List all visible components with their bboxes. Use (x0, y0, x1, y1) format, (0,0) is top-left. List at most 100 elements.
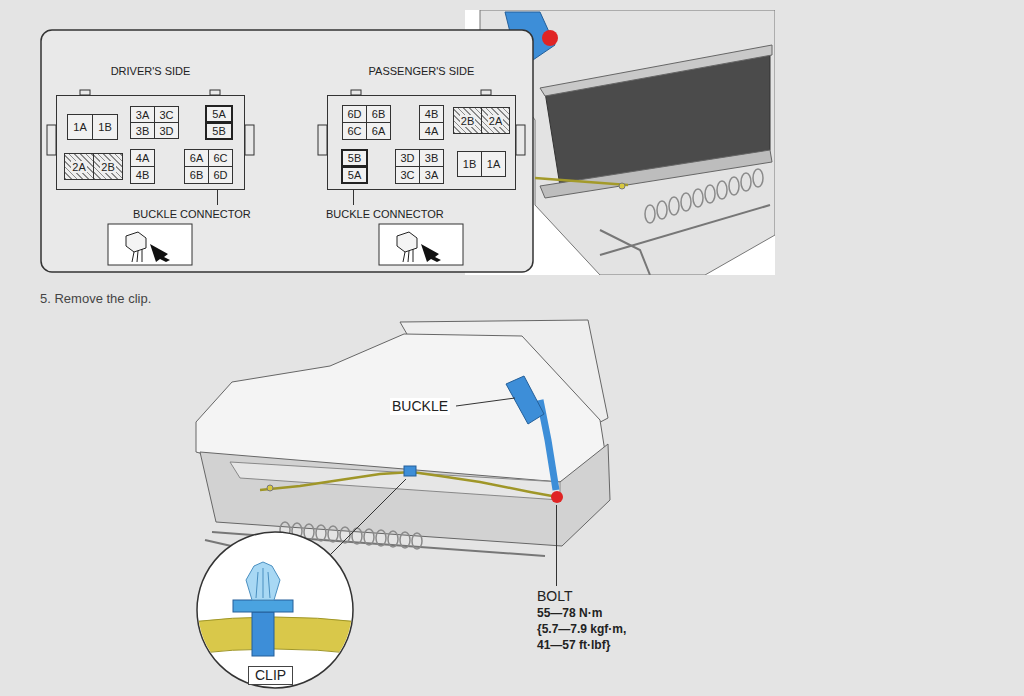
clip-detail (197, 532, 353, 688)
connector-icon (379, 224, 463, 265)
seat-underside-view (542, 30, 558, 46)
pin-number: 2B (460, 115, 475, 127)
part-label: CLIP (248, 666, 293, 685)
pin-number: 2A (488, 115, 503, 127)
side-heading: PASSENGER'S SIDE (328, 65, 515, 78)
side-heading: DRIVER'S SIDE (57, 65, 244, 78)
seat-illustration (376, 530, 386, 546)
pin-number: 4A (425, 125, 438, 137)
pin-number: 6C (347, 125, 361, 137)
pin-number: 3B (425, 152, 438, 164)
pin-number: 2B (100, 161, 115, 173)
terminal-cell: 6B (366, 105, 391, 123)
terminal-cell: 6D (208, 166, 233, 184)
connector-panel (47, 125, 56, 155)
terminal-cell: 5B (205, 122, 233, 140)
terminal-cell: 3C (154, 106, 179, 123)
seat-underside-view (540, 150, 772, 198)
seat-underside-view (729, 177, 739, 195)
pin-number: 3D (159, 125, 173, 137)
terminal-cell: 3B (130, 122, 155, 139)
pin-number: 3D (400, 152, 414, 164)
terminal-cell: 1B (92, 114, 118, 140)
terminal-cell: 6D (342, 105, 367, 123)
pin-number: 2A (71, 161, 86, 173)
pin-number: 1A (487, 158, 500, 170)
pin-number: 4B (425, 108, 438, 120)
terminal-cell: 3A (419, 166, 444, 184)
seat-illustration (400, 532, 410, 548)
seat-underside-view (657, 201, 667, 219)
pin-number: 3A (136, 109, 149, 121)
pin-number: 5A (348, 169, 361, 181)
seat-underside-view (705, 185, 715, 203)
terminal-cell: 6A (366, 122, 391, 140)
pin-number: 6D (347, 108, 361, 120)
terminal-cell: 4A (419, 122, 444, 140)
terminal-cell: 1A (67, 114, 93, 140)
connector-panel (41, 30, 533, 272)
terminal-cell: 4A (130, 149, 155, 167)
connector-panel (245, 125, 254, 155)
terminal-cell: 6C (342, 122, 367, 140)
seat-underside-view (693, 189, 703, 207)
terminal-cell: 3B (419, 149, 444, 167)
pin-number: 6A (190, 152, 203, 164)
pin-number: 4B (136, 169, 149, 181)
part-label: BUCKLE (390, 398, 450, 415)
clip-detail (246, 562, 280, 600)
pin-number: 1B (463, 158, 476, 170)
connector-icon (132, 249, 142, 262)
terminal-cell: 5A (341, 166, 368, 184)
terminal-cell: 3A (130, 106, 155, 123)
torque-spec: 55—78 N·m (537, 606, 602, 621)
terminal-cell: 6B (184, 166, 209, 184)
part-label: BOLT (537, 588, 573, 605)
pin-number: 3C (400, 169, 414, 181)
connector-icon (132, 249, 413, 262)
seat-underside-view (619, 183, 625, 189)
connector-icon (126, 232, 417, 252)
seat-underside-view (681, 193, 691, 211)
terminal-cell: 1A (481, 151, 506, 177)
terminal-cell: 5A (205, 105, 233, 123)
terminal-cell: 2B (453, 107, 482, 134)
seat-illustration (267, 485, 273, 491)
connector-icon (403, 249, 413, 262)
leader-line (456, 398, 515, 406)
connector-icon (126, 232, 146, 252)
seat-illustration (388, 531, 398, 547)
seat-illustration (551, 491, 563, 503)
connector-panel (318, 125, 327, 155)
clip-detail (252, 612, 274, 656)
seat-illustration (404, 466, 416, 476)
pin-number: 3C (159, 109, 173, 121)
terminal-cell: 4B (419, 105, 444, 123)
connector-icon (150, 244, 170, 262)
pin-number: 4A (136, 152, 149, 164)
seat-underside-view (717, 181, 727, 199)
clip-detail (256, 568, 270, 598)
seat-illustration (230, 462, 560, 500)
terminal-cell: 2A (481, 107, 510, 134)
step-text: 5. Remove the clip. (40, 291, 151, 307)
part-label: BUCKLE CONNECTOR (133, 207, 251, 221)
terminal-cell: 3D (154, 122, 179, 139)
terminal-cell: 1B (457, 151, 482, 177)
connector-face: PASSENGER'S SIDE6D6B6C6A4B4A2B2A5B5A3D3B… (327, 95, 516, 190)
seat-underside-view (753, 169, 763, 187)
pin-number: 6C (213, 152, 227, 164)
pin-number: 6D (213, 169, 227, 181)
pin-number: 3A (425, 169, 438, 181)
seat-underside-view (669, 197, 679, 215)
connector-panel (516, 125, 525, 155)
clip-detail (190, 617, 360, 654)
pin-number: 5B (212, 125, 225, 137)
seat-underside-view (535, 178, 628, 185)
pin-number: 1B (98, 121, 111, 133)
connector-panel (41, 30, 533, 272)
connector-face: DRIVER'S SIDE1A1B3A3C3B3D5A5B2A2B4A4B6A6… (56, 95, 245, 190)
terminal-cell: 6A (184, 149, 209, 167)
terminal-cell: 2B (93, 153, 123, 180)
seat-underside-view (540, 45, 772, 96)
